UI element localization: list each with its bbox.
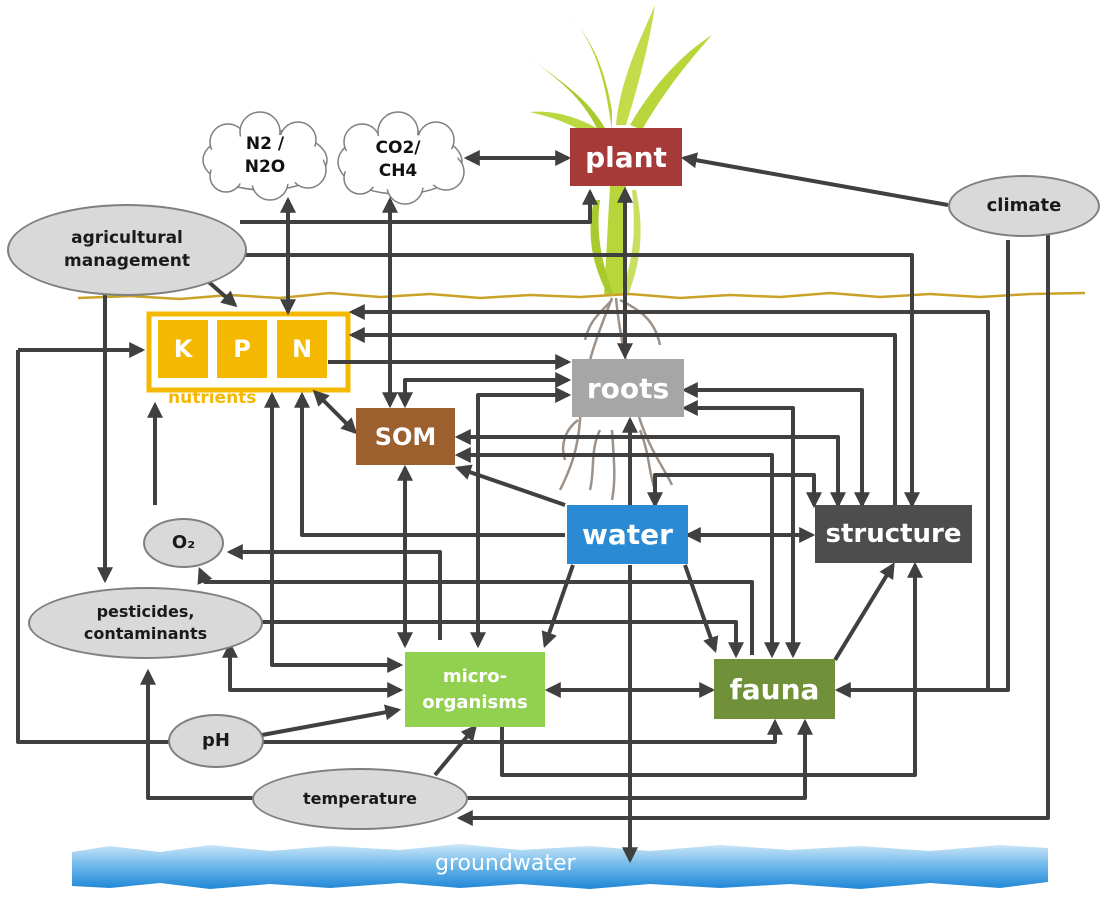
temperature-oval: temperature <box>252 768 468 830</box>
nutrient-n-box: N <box>277 320 327 378</box>
climate-oval: climate <box>948 175 1100 237</box>
structure-node: structure <box>815 505 972 563</box>
co2-cloud-label: CO2/ CH4 <box>375 138 421 181</box>
n2-cloud-label: N2 / N2O <box>244 134 286 177</box>
cloud-co2 <box>337 111 465 205</box>
agricultural-management-oval: agricultural management <box>7 204 247 296</box>
nutrients-frame <box>146 311 351 393</box>
som-node: SOM <box>356 408 455 465</box>
connectors <box>16 150 1050 864</box>
nutrients-label: nutrients <box>168 388 257 408</box>
o2-oval: O₂ <box>143 518 224 568</box>
groundwater-band <box>72 844 1048 889</box>
groundwater-label: groundwater <box>435 851 576 876</box>
cloud-n2 <box>202 111 328 201</box>
water-node: water <box>567 505 688 564</box>
nutrient-k-box: K <box>158 320 208 378</box>
roots-node: roots <box>572 359 684 417</box>
nutrient-p-box: P <box>217 320 267 378</box>
plant-node: plant <box>570 128 682 186</box>
pesticides-oval: pesticides, contaminants <box>28 587 263 659</box>
ph-oval: pH <box>168 714 264 768</box>
fauna-node: fauna <box>714 659 835 719</box>
microorganisms-node: micro- organisms <box>405 652 545 727</box>
